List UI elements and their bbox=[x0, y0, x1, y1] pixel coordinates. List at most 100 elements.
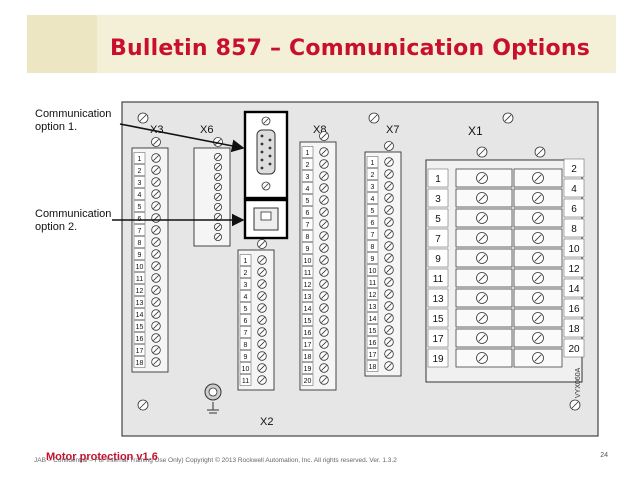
terminal-number: 7 bbox=[244, 330, 248, 337]
screw-slot bbox=[153, 311, 159, 317]
terminal-number: 9 bbox=[306, 246, 310, 253]
terminal-strip-x6 bbox=[193, 147, 231, 247]
terminal-number-box bbox=[366, 264, 379, 276]
screw-slot bbox=[504, 114, 512, 122]
db9-pin bbox=[268, 138, 272, 142]
screw-slot bbox=[263, 183, 269, 189]
title-bar bbox=[27, 15, 616, 73]
screw-slot bbox=[153, 263, 159, 269]
terminal-number: 9 bbox=[244, 354, 248, 361]
screw-slot bbox=[478, 354, 486, 362]
x1-number-box bbox=[427, 188, 449, 208]
x1-number-box bbox=[427, 268, 449, 288]
screw-slot bbox=[386, 255, 392, 261]
slide-title: Bulletin 857 – Communication Options bbox=[110, 36, 590, 61]
connector-label-x1: X1 bbox=[468, 124, 483, 138]
x1-number-box bbox=[427, 168, 449, 188]
screw-slot bbox=[386, 327, 392, 333]
terminal-number: 8 bbox=[244, 342, 248, 349]
screw-slot bbox=[321, 305, 327, 311]
terminal-diagram: X3X6X8X7X1X21234567891011121314151617181… bbox=[121, 101, 599, 437]
screw-slot bbox=[386, 195, 392, 201]
terminal-number: 8 bbox=[138, 240, 142, 247]
terminal-number: 11 bbox=[369, 280, 376, 287]
terminal-number: 7 bbox=[306, 222, 310, 229]
screw-slot bbox=[321, 185, 327, 191]
screw-slot bbox=[321, 245, 327, 251]
terminal-number: 17 bbox=[304, 342, 312, 349]
terminal-number-box bbox=[366, 324, 379, 336]
terminal-number-box bbox=[301, 278, 314, 290]
terminal-number: 12 bbox=[369, 292, 377, 299]
terminal-number-box bbox=[366, 252, 379, 264]
terminal-number: 10 bbox=[242, 366, 250, 373]
screw-slot bbox=[536, 148, 544, 156]
screw-slot bbox=[321, 281, 327, 287]
screw-slot bbox=[153, 347, 159, 353]
x1-number-box bbox=[563, 238, 585, 258]
ground-stud-hole bbox=[208, 387, 218, 397]
x1-number-box bbox=[427, 248, 449, 268]
screw-slot bbox=[534, 314, 542, 322]
screw-slot bbox=[259, 281, 265, 287]
terminal-number-box bbox=[133, 176, 146, 188]
screw-slot bbox=[534, 194, 542, 202]
screw-slot bbox=[153, 139, 159, 145]
terminal-number: 2 bbox=[244, 270, 248, 277]
terminal-number: 11 bbox=[136, 276, 143, 283]
terminal-number-box bbox=[366, 216, 379, 228]
terminal-number: 16 bbox=[304, 330, 312, 337]
terminal-number-box bbox=[301, 362, 314, 374]
terminal-number: 11 bbox=[304, 270, 311, 277]
x1-terminal-number: 2 bbox=[571, 164, 577, 175]
screw-slot bbox=[321, 353, 327, 359]
terminal-number: 19 bbox=[304, 366, 312, 373]
terminal-number-box bbox=[133, 260, 146, 272]
screw-slot bbox=[139, 114, 147, 122]
screw-slot bbox=[259, 329, 265, 335]
terminal-number: 6 bbox=[244, 318, 248, 325]
terminal-number: 10 bbox=[136, 264, 144, 271]
screw-slot bbox=[478, 194, 486, 202]
screw-slot bbox=[321, 257, 327, 263]
screw-slot bbox=[534, 354, 542, 362]
screw-slot bbox=[534, 274, 542, 282]
screw-slot bbox=[321, 365, 327, 371]
screw-slot bbox=[153, 287, 159, 293]
terminal-number: 15 bbox=[304, 318, 312, 325]
screw-slot bbox=[571, 401, 579, 409]
terminal-number: 15 bbox=[369, 328, 377, 335]
screw-slot bbox=[259, 269, 265, 275]
screw-slot bbox=[321, 173, 327, 179]
x1-number-box bbox=[427, 348, 449, 368]
terminal-number-box bbox=[366, 312, 379, 324]
terminal-number: 15 bbox=[136, 324, 144, 331]
x1-terminal-number: 9 bbox=[435, 254, 441, 265]
terminal-number-box bbox=[301, 374, 314, 386]
terminal-number: 10 bbox=[369, 268, 377, 275]
footer-course-title: Motor protection v1.6 bbox=[46, 451, 158, 463]
screw-slot bbox=[478, 314, 486, 322]
screw-slot bbox=[370, 114, 378, 122]
screw-slot bbox=[215, 184, 221, 190]
terminal-number-box bbox=[366, 276, 379, 288]
terminal-number-box bbox=[301, 326, 314, 338]
x1-number-box bbox=[563, 298, 585, 318]
x1-number-box bbox=[563, 178, 585, 198]
x1-number-box bbox=[427, 328, 449, 348]
terminal-number-box bbox=[239, 350, 252, 362]
screw-slot bbox=[215, 164, 221, 170]
terminal-number-box bbox=[366, 204, 379, 216]
terminal-number: 6 bbox=[371, 220, 375, 227]
screw-slot bbox=[153, 251, 159, 257]
terminal-number: 14 bbox=[304, 306, 312, 313]
terminal-number: 17 bbox=[369, 352, 377, 359]
screw-slot bbox=[321, 317, 327, 323]
x1-number-box bbox=[563, 158, 585, 178]
screw-slot bbox=[534, 234, 542, 242]
terminal-number-box bbox=[301, 146, 314, 158]
terminal-number-box bbox=[301, 266, 314, 278]
x1-terminal-number: 6 bbox=[571, 204, 577, 215]
terminal-number: 4 bbox=[138, 192, 142, 199]
terminal-number-box bbox=[301, 242, 314, 254]
